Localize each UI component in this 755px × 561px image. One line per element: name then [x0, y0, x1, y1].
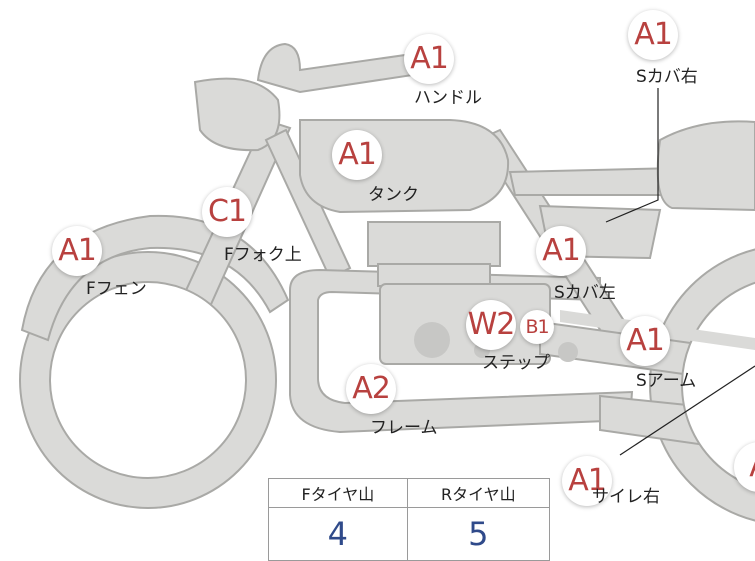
label-swing-arm: Sアーム — [636, 371, 697, 391]
engine-fins — [377, 263, 491, 287]
label-handlebar: ハンドル — [414, 88, 482, 108]
leader-line-right-cover — [605, 88, 659, 223]
label-step: ステップ — [482, 353, 550, 373]
badge-tank[interactable]: A1 — [332, 130, 382, 180]
badge-step-secondary[interactable]: B1 — [520, 310, 554, 344]
side-cover-upper — [508, 166, 684, 196]
badge-step[interactable]: W2 — [466, 300, 516, 350]
badge-left-side-cover[interactable]: A1 — [536, 226, 586, 276]
label-right-side-cover: Sカバ右 — [636, 67, 698, 87]
badge-handlebar[interactable]: A1 — [404, 34, 454, 84]
badge-right-muffler[interactable]: A1 — [562, 456, 612, 506]
engine-cover — [414, 322, 450, 358]
handlebar — [256, 42, 447, 94]
label-right-muffler: サイレ右 — [592, 487, 660, 507]
rear-tire-header: Rタイヤ山 — [406, 478, 551, 508]
badge-frame[interactable]: A2 — [346, 364, 396, 414]
label-front-fork-upper: Fフォク上 — [224, 245, 302, 265]
badge-front-fork-upper[interactable]: C1 — [202, 187, 252, 237]
badge-rear-partial[interactable]: A — [734, 442, 755, 492]
footpeg — [558, 342, 578, 362]
leader-line-muffler — [619, 365, 755, 456]
front-tire-header: Fタイヤ山 — [268, 478, 408, 508]
label-left-side-cover: Sカバ左 — [554, 283, 616, 303]
badge-swing-arm[interactable]: A1 — [620, 316, 670, 366]
label-front-fender: Fフェン — [86, 279, 147, 299]
badge-right-side-cover[interactable]: A1 — [628, 10, 678, 60]
tire-tread-table: Fタイヤ山 Rタイヤ山 4 5 — [268, 478, 551, 561]
front-wheel-inner — [49, 281, 247, 479]
seat — [656, 120, 755, 212]
label-frame: フレーム — [370, 418, 438, 438]
rear-tire-value: 5 — [406, 507, 551, 561]
front-tire-value: 4 — [268, 507, 408, 561]
label-tank: タンク — [368, 185, 419, 205]
badge-front-fender[interactable]: A1 — [52, 226, 102, 276]
engine-head — [367, 221, 501, 267]
headlight — [193, 77, 281, 152]
